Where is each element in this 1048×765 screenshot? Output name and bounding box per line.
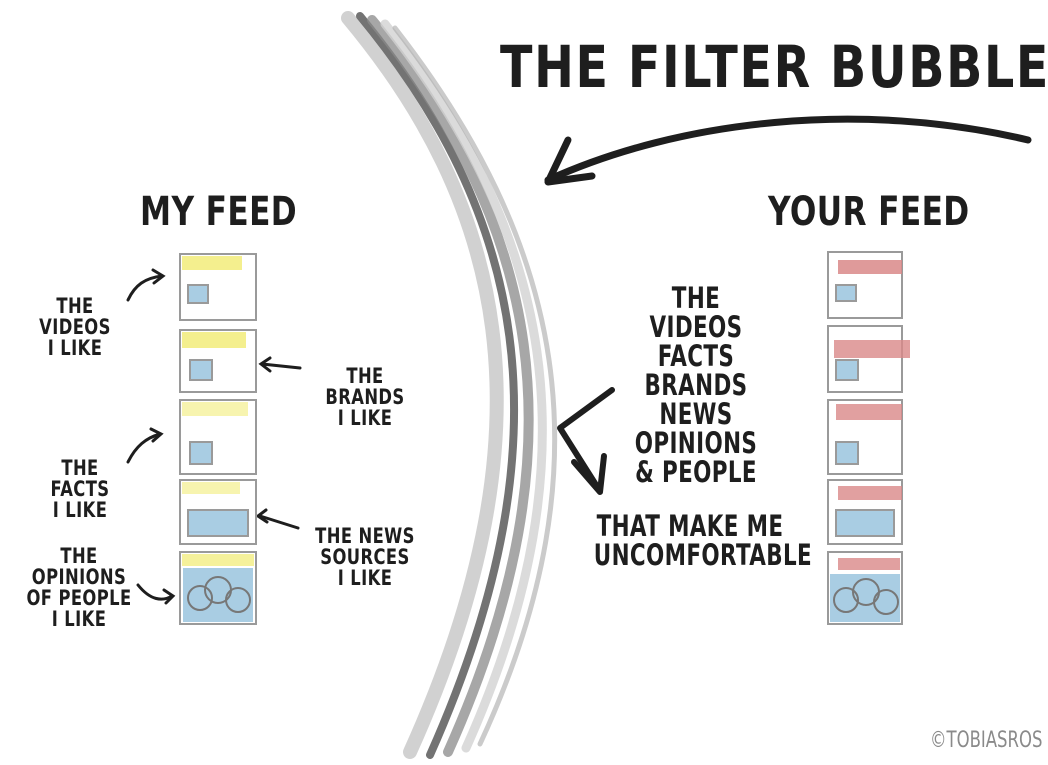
arrow-icon	[126, 268, 302, 605]
middle-tail: THAT MAKE ME UNCOMFORTABLE	[593, 509, 813, 572]
your-feed-heading: YOUR FEED	[768, 189, 970, 235]
label-opinions: THE OPINIONS OF PEOPLE I LIKE	[26, 544, 132, 631]
my-feed-heading: MY FEED	[140, 189, 298, 235]
label-news: THE NEWS SOURCES I LIKE	[315, 524, 415, 590]
label-videos: THE VIDEOS I LIKE	[39, 294, 111, 360]
label-facts: THE FACTS I LIKE	[50, 456, 110, 522]
filter-bubble-wall	[341, 11, 558, 759]
your-feed-cards	[827, 251, 910, 625]
credit-text: ©TOBIASROS	[930, 728, 1043, 753]
my-feed-cards	[179, 253, 257, 625]
arrow-icon	[557, 387, 615, 495]
arrow-icon	[544, 115, 1032, 186]
middle-list: THE VIDEOS FACTS BRANDS NEWS OPINIONS & …	[634, 281, 758, 489]
label-brands: THE BRANDS I LIKE	[325, 364, 405, 430]
page-title: THE FILTER BUBBLE:	[500, 33, 1048, 101]
